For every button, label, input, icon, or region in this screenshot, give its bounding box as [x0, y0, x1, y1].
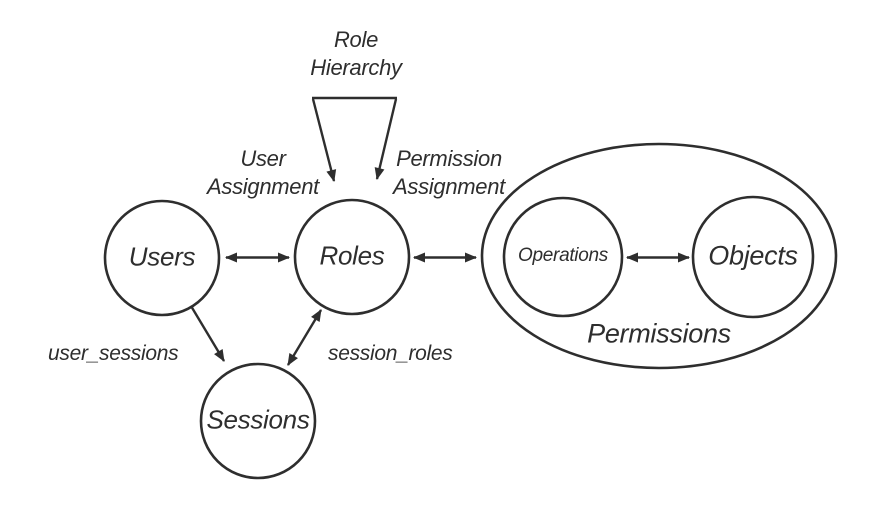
roles-node-label: Roles [319, 240, 385, 271]
role-hierarchy-label-line1: Role [333, 27, 379, 52]
permission-assignment-label-line1: Permission [396, 146, 502, 171]
role-hierarchy-label: Role Hierarchy [310, 26, 402, 82]
permissions-group-label: Permissions [587, 318, 731, 349]
roles-node-circle [293, 198, 411, 316]
users-node-label: Users [128, 241, 196, 272]
objects-node-label: Objects [708, 240, 798, 271]
session-roles-edge-label: session_roles [328, 342, 453, 365]
role-hierarchy-label-line2: Hierarchy [310, 55, 402, 80]
sessions-roles-arrow [286, 309, 323, 366]
role-hierarchy-arrow-left-prong [311, 98, 337, 182]
role-hierarchy-arrow-right-prong [374, 98, 398, 180]
permissions-ellipse [480, 142, 838, 370]
sessions-node-circle [199, 362, 317, 480]
user-assignment-label-line2: Assignment [207, 174, 319, 199]
user-assignment-label: User Assignment [207, 145, 319, 201]
permission-assignment-label-line2: Assignment [393, 174, 505, 199]
operations-node-circle [502, 196, 624, 318]
objects-node-circle [691, 195, 815, 319]
user-sessions-edge-label: user_sessions [48, 342, 179, 365]
users-sessions-arrow [189, 305, 226, 362]
operations-node-label: Operations [518, 245, 608, 266]
users-node-circle [103, 199, 221, 317]
user-assignment-label-line1: User [240, 146, 286, 171]
sessions-node-label: Sessions [206, 404, 310, 435]
permission-assignment-label: Permission Assignment [393, 145, 505, 201]
